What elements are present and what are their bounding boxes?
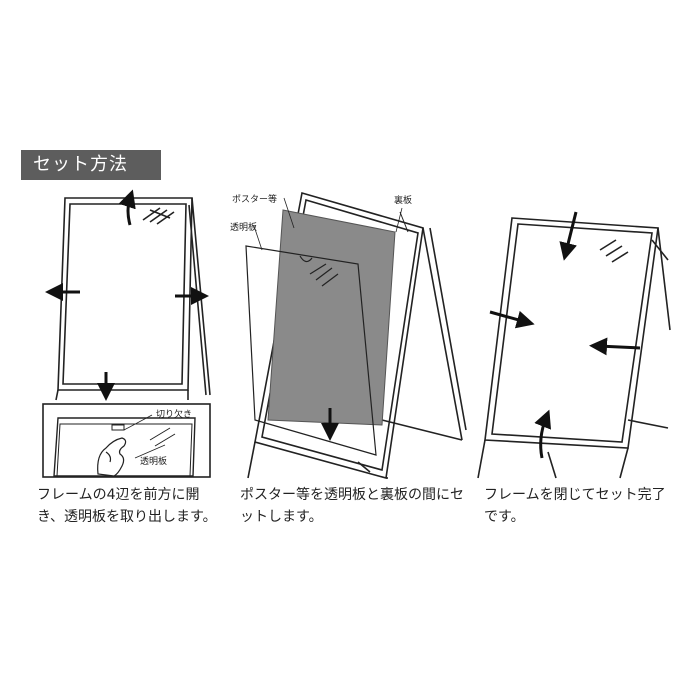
poster-label: ポスター等 — [232, 193, 277, 205]
instruction-illustrations: 切り欠き 透明板 — [0, 180, 700, 480]
arrow-icon — [489, 211, 641, 459]
notch-inset: 切り欠き 透明板 — [42, 403, 211, 478]
step1-instruction: フレームの4辺を前方に開き、透明板を取り出します。 — [37, 487, 217, 525]
notch-label: 切り欠き — [156, 408, 192, 420]
stand-frame — [55, 197, 211, 401]
transparent-board-label: 透明板 — [230, 221, 257, 233]
step2-instruction: ポスター等を透明板と裏板の間にセットします。 — [240, 487, 464, 525]
step1-illustration: 切り欠き 透明板 — [42, 189, 211, 478]
step3-illustration — [477, 211, 671, 479]
transparent-board — [245, 245, 377, 456]
arrow-icon — [45, 189, 209, 401]
section-title: セット方法 — [21, 150, 161, 180]
poster-sheet — [267, 209, 396, 426]
transparent-board-inset-label: 透明板 — [140, 455, 167, 467]
back-board-label: 裏板 — [394, 194, 412, 206]
step2-illustration: ポスター等 透明板 裏板 — [230, 191, 467, 480]
step3-instruction: フレームを閉じてセット完了です。 — [484, 487, 666, 525]
hand-icon — [97, 437, 127, 477]
stand-frame — [477, 217, 671, 479]
